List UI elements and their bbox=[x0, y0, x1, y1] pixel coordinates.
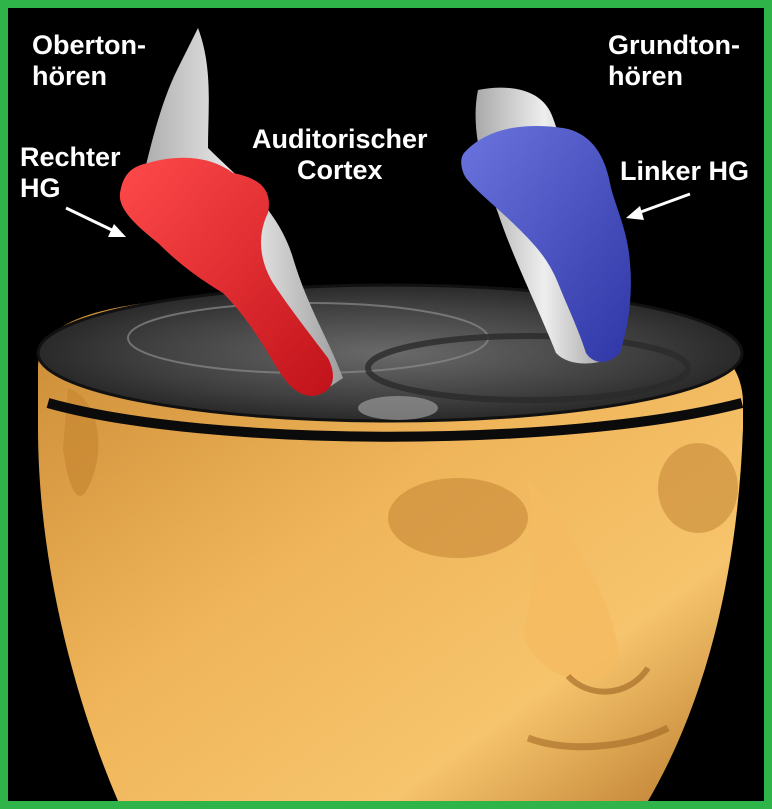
label-fundamental-hearing: Grundton- hören bbox=[608, 30, 740, 92]
eye-socket-right bbox=[388, 478, 528, 558]
mri-ventricle bbox=[358, 396, 438, 420]
label-auditory-line1: Auditorischer bbox=[252, 124, 428, 155]
label-left-hg-text: Linker HG bbox=[620, 156, 749, 187]
label-right-hg-line2: HG bbox=[20, 173, 121, 204]
label-overtone-line2: hören bbox=[32, 61, 146, 92]
label-auditory-cortex: Auditorischer Cortex bbox=[252, 124, 428, 186]
eye-socket-left bbox=[658, 443, 738, 533]
label-right-hg-line1: Rechter bbox=[20, 142, 121, 173]
label-left-hg: Linker HG bbox=[620, 156, 749, 187]
arrow-right-hg bbox=[66, 208, 126, 237]
label-fundamental-line2: hören bbox=[608, 61, 740, 92]
label-overtone-hearing: Oberton- hören bbox=[32, 30, 146, 92]
label-right-hg: Rechter HG bbox=[20, 142, 121, 204]
label-overtone-line1: Oberton- bbox=[32, 30, 146, 61]
label-fundamental-line1: Grundton- bbox=[608, 30, 740, 61]
arrow-left-hg bbox=[626, 194, 690, 220]
brain-rendering: Oberton- hören Grundton- hören Rechter H… bbox=[8, 8, 764, 801]
label-auditory-line2: Cortex bbox=[252, 155, 428, 186]
